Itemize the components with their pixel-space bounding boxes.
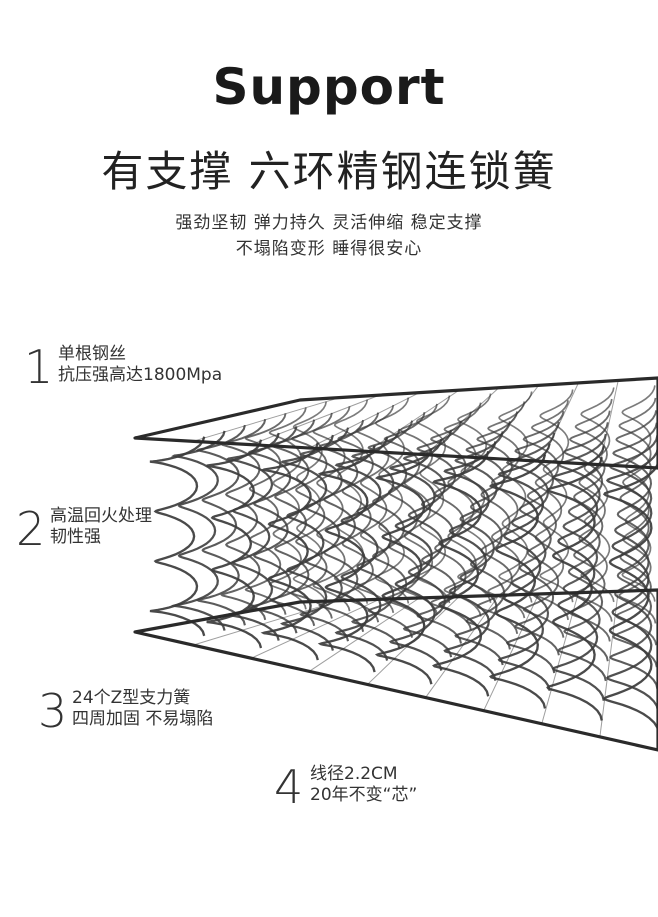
bottom-frame: [133, 588, 658, 752]
spring-coil: [487, 401, 526, 619]
page-subtitle: 有支撑 六环精钢连锁簧: [101, 147, 557, 196]
feature-line: 24个Z型支力簧: [72, 688, 191, 708]
feature-line: 线径2.2CM: [310, 764, 398, 784]
feature-number: 2: [16, 502, 46, 556]
spring-coil: [557, 433, 607, 682]
feature-number: 4: [274, 760, 304, 814]
feature-line: 抗压强高达1800Mpa: [58, 365, 223, 385]
lacing-wire: [599, 380, 619, 465]
tagline-line-1: 强劲坚韧 弹力持久 灵活伸缩 稳定支撑: [175, 213, 483, 233]
spring-coil: [269, 419, 316, 627]
spring-coil: [290, 412, 333, 619]
spring-coil: [621, 385, 656, 602]
feature-line: 高温回火处理: [50, 506, 152, 526]
spring-coil: [299, 427, 350, 642]
spring-coil: [488, 453, 547, 709]
lacing-wire: [541, 592, 579, 724]
spring-coil: [333, 399, 369, 604]
spring-coil: [206, 439, 263, 649]
spring-coil: [170, 430, 226, 631]
spring-coil: [312, 406, 351, 612]
spring-coil: [432, 450, 490, 697]
spring-coil: [546, 456, 603, 721]
spring-coil: [609, 434, 658, 690]
top-frame: [133, 376, 658, 470]
lacing-wire: [425, 595, 500, 698]
spring-coil: [317, 445, 376, 673]
lacing-wire: [192, 397, 340, 442]
feature-number: 3: [38, 684, 68, 738]
spring-coil-image: [133, 376, 658, 752]
lacing-wire: [483, 385, 540, 459]
lacing-wire: [483, 593, 540, 711]
feature-line: 四周加固 不易塌陷: [72, 709, 214, 729]
feature-line: 韧性强: [50, 527, 101, 547]
tagline-line-2: 不塌陷变形 睡得很安心: [235, 239, 423, 259]
spring-coil: [612, 422, 658, 668]
lacing-wire: [367, 596, 460, 685]
spring-coil: [149, 436, 206, 637]
feature-number: 1: [24, 340, 54, 394]
spring-coil: [602, 459, 658, 733]
lacing-wire: [251, 394, 380, 446]
lacing-wire: [541, 382, 579, 462]
feature-line: 单根钢丝: [58, 344, 126, 364]
spring-coil: [402, 429, 453, 658]
lacing-wire: [309, 392, 420, 449]
lacing-wire: [599, 591, 619, 737]
spring-coil: [280, 434, 334, 651]
spring-coil: [465, 421, 511, 650]
spring-coil: [244, 413, 287, 615]
spring-coil: [220, 418, 267, 621]
lacing-wire: [309, 597, 420, 672]
lacing-wire: [367, 389, 460, 452]
spring-coil: [551, 445, 605, 701]
spring-coil: [580, 387, 615, 603]
spring-coil: [615, 410, 658, 646]
spring-coil: [292, 401, 328, 605]
spring-coil: [334, 436, 389, 661]
spring-coil: [260, 442, 319, 661]
spring-coil: [374, 448, 433, 685]
spring-coil: [605, 447, 658, 711]
spring-coil: [498, 391, 533, 603]
feature-line: 20年不变“芯”: [310, 785, 418, 805]
lacing-wire: [425, 387, 500, 456]
spring-coil: [476, 411, 519, 635]
page-title: Support: [212, 58, 446, 116]
lacing-wire: [251, 598, 380, 659]
spring-coil: [563, 422, 609, 662]
spring-coil: [195, 424, 246, 626]
lacing-wire: [192, 600, 340, 646]
